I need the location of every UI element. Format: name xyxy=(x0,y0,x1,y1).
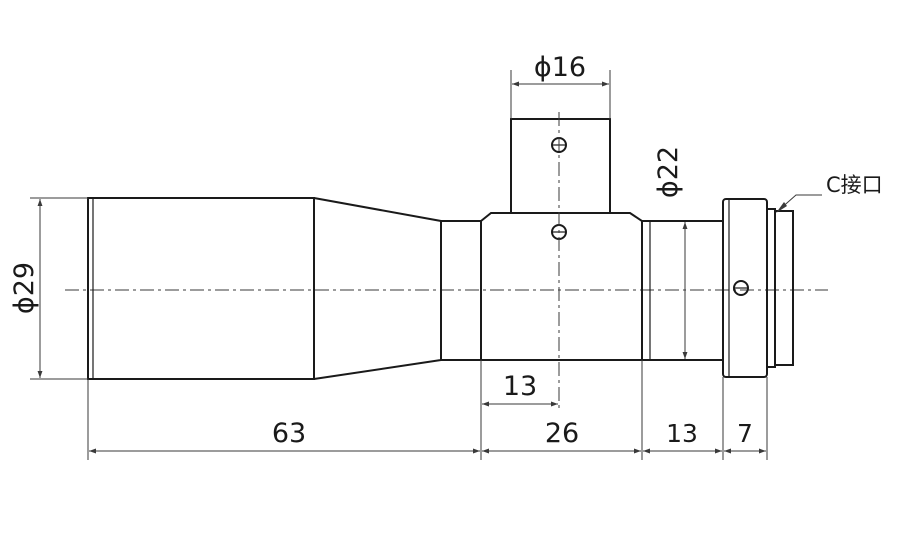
dim-7-label: 7 xyxy=(737,419,753,448)
c-mount-label: C接口 xyxy=(826,173,883,197)
dim-d29-label: ϕ29 xyxy=(9,262,40,314)
c-mount-leader xyxy=(776,194,822,213)
dim-d16 xyxy=(510,70,611,119)
screw-hole-ring xyxy=(733,280,749,296)
front-barrel xyxy=(87,197,315,380)
tapered-section xyxy=(313,197,442,380)
extension-lines xyxy=(87,360,768,460)
dim-d22-label: ϕ22 xyxy=(653,146,684,198)
dim-13-mid-label: 13 xyxy=(503,371,537,402)
dim-63-label: 63 xyxy=(272,418,306,449)
dim-d29 xyxy=(30,197,88,380)
dim-13-label: 13 xyxy=(666,419,698,448)
c-mount-thread xyxy=(766,208,794,368)
dim-26-label: 26 xyxy=(545,418,579,449)
dim-d16-label: ϕ16 xyxy=(534,52,586,83)
